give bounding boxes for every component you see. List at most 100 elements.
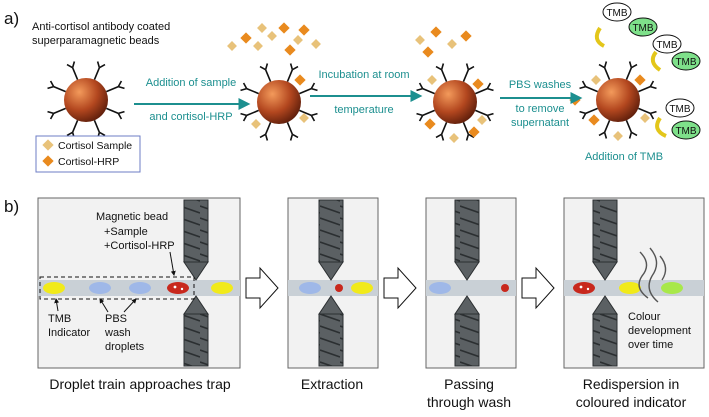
antibody-arm bbox=[416, 87, 423, 92]
cortisol-hrp-marker bbox=[278, 22, 290, 34]
cortisol-hrp-marker bbox=[460, 30, 472, 42]
antibody-arm bbox=[418, 82, 424, 89]
antibody-arm bbox=[310, 82, 316, 89]
beads-layer bbox=[47, 61, 657, 141]
antibody-stem bbox=[53, 107, 66, 115]
tmb-group: TMB TMB TMB TMB TMB TMB bbox=[594, 2, 701, 140]
panel-b-label: b) bbox=[4, 197, 19, 216]
antibody-arm bbox=[649, 113, 655, 120]
caption-extraction: Extraction bbox=[301, 376, 363, 392]
antibody-stem bbox=[93, 120, 101, 133]
tmb-oval-white bbox=[652, 34, 682, 54]
droplet bbox=[661, 282, 683, 294]
antibody-stem bbox=[53, 85, 66, 93]
step4-label: Addition of TMB bbox=[585, 151, 663, 163]
magnet-screw-top bbox=[592, 199, 618, 263]
bead-title-line2: superparamagnetic beads bbox=[32, 35, 160, 47]
step3-label-line1: PBS washes bbox=[509, 79, 572, 91]
magnet-screw-bottom bbox=[454, 313, 480, 367]
cortisol-hrp-marker bbox=[634, 74, 646, 86]
cortisol-sample-marker bbox=[477, 115, 487, 125]
step1-label-line2: and cortisol-HRP bbox=[149, 111, 232, 123]
magnet-screw-bottom bbox=[183, 313, 209, 367]
antibody-stem bbox=[603, 120, 611, 133]
antibody-arm bbox=[603, 61, 608, 68]
droplet-train-dashed-box bbox=[39, 276, 195, 300]
bead-sphere bbox=[433, 80, 477, 124]
droplet bbox=[89, 282, 111, 294]
antibody-stem bbox=[625, 67, 633, 80]
antibody-arm bbox=[598, 63, 605, 69]
magnet-tip-top bbox=[454, 261, 480, 281]
antibody-stem bbox=[286, 69, 294, 82]
cortisol-hrp-marker bbox=[430, 26, 442, 38]
pbs-pointer bbox=[123, 298, 137, 313]
antibody-stem bbox=[286, 122, 294, 135]
cortisol-sample-marker bbox=[640, 113, 650, 123]
antibody-arm bbox=[418, 115, 424, 122]
antibody-arm bbox=[650, 110, 657, 115]
tmb-label: TMB bbox=[606, 8, 627, 19]
antibody-stem bbox=[106, 107, 119, 115]
antibody-arm bbox=[310, 115, 316, 122]
tmb-label: TMB bbox=[632, 23, 653, 34]
caption-trap: Droplet train approaches trap bbox=[49, 376, 231, 392]
cortisol-hrp-marker bbox=[424, 118, 436, 130]
legend-hrp-label: Cortisol-HRP bbox=[58, 156, 119, 168]
antibody-arm bbox=[240, 112, 247, 117]
chip-panel bbox=[425, 197, 517, 369]
antibody-arm bbox=[631, 63, 638, 69]
magnetic-bead bbox=[47, 61, 125, 139]
antibody-arm bbox=[99, 63, 106, 69]
antibody-arm bbox=[292, 65, 299, 71]
bead-cluster bbox=[501, 284, 509, 292]
antibody-arm bbox=[240, 87, 247, 92]
antibody-arm bbox=[264, 134, 269, 141]
antibody-stem bbox=[585, 107, 598, 115]
antibody-stem bbox=[422, 109, 435, 117]
antibody-arm bbox=[581, 80, 587, 87]
cortisol-sample-marker bbox=[449, 133, 459, 143]
legend-box bbox=[35, 135, 141, 173]
step3-label-line2: to remove bbox=[516, 103, 565, 115]
antibody-arm bbox=[118, 110, 125, 115]
conversion-arrow bbox=[650, 50, 662, 72]
antibody-arm bbox=[487, 87, 494, 92]
antibody-stem bbox=[462, 122, 470, 135]
trap-annotation-pointer bbox=[169, 251, 176, 276]
antibody-stem bbox=[106, 85, 119, 93]
antibody-arm bbox=[486, 82, 492, 89]
antibody-stem bbox=[246, 109, 259, 117]
transition-arrow bbox=[521, 266, 555, 310]
antibody-arm bbox=[118, 85, 125, 90]
droplet bbox=[167, 282, 189, 294]
magnet-screw-top bbox=[454, 199, 480, 263]
antibody-stem bbox=[71, 120, 79, 133]
microchannel bbox=[426, 280, 516, 296]
magnet-tip-top bbox=[592, 261, 618, 281]
trap-annotation-line1: Magnetic bead bbox=[96, 211, 168, 223]
cortisol-hrp-marker bbox=[284, 44, 296, 56]
droplet bbox=[129, 282, 151, 294]
antibody-stem bbox=[475, 87, 488, 95]
colour-annotation-line2: development bbox=[628, 325, 691, 337]
chip-panel bbox=[287, 197, 379, 369]
cortisol-sample-marker bbox=[267, 31, 277, 41]
pbs-annotation-line1: PBS bbox=[105, 313, 127, 325]
tmb-indicator-annotation-line2: Indicator bbox=[48, 327, 91, 339]
tmb-label: TMB bbox=[656, 40, 677, 51]
bead-sphere bbox=[64, 78, 108, 122]
antibody-arm bbox=[603, 132, 608, 139]
cortisol-hrp-marker bbox=[298, 24, 310, 36]
legend-sample-label: Cortisol Sample bbox=[58, 140, 132, 152]
cortisol-sample-marker bbox=[293, 35, 303, 45]
antibody-stem bbox=[475, 109, 488, 117]
panel-transition-arrows bbox=[245, 266, 555, 310]
tmb-label: TMB bbox=[669, 104, 690, 115]
antibody-arm bbox=[631, 131, 638, 137]
antibody-arm bbox=[117, 113, 123, 120]
legend-sample-marker bbox=[42, 139, 54, 151]
bead-speck bbox=[180, 287, 184, 291]
magnetic-bead bbox=[579, 61, 657, 139]
legend-hrp-marker bbox=[42, 155, 54, 167]
